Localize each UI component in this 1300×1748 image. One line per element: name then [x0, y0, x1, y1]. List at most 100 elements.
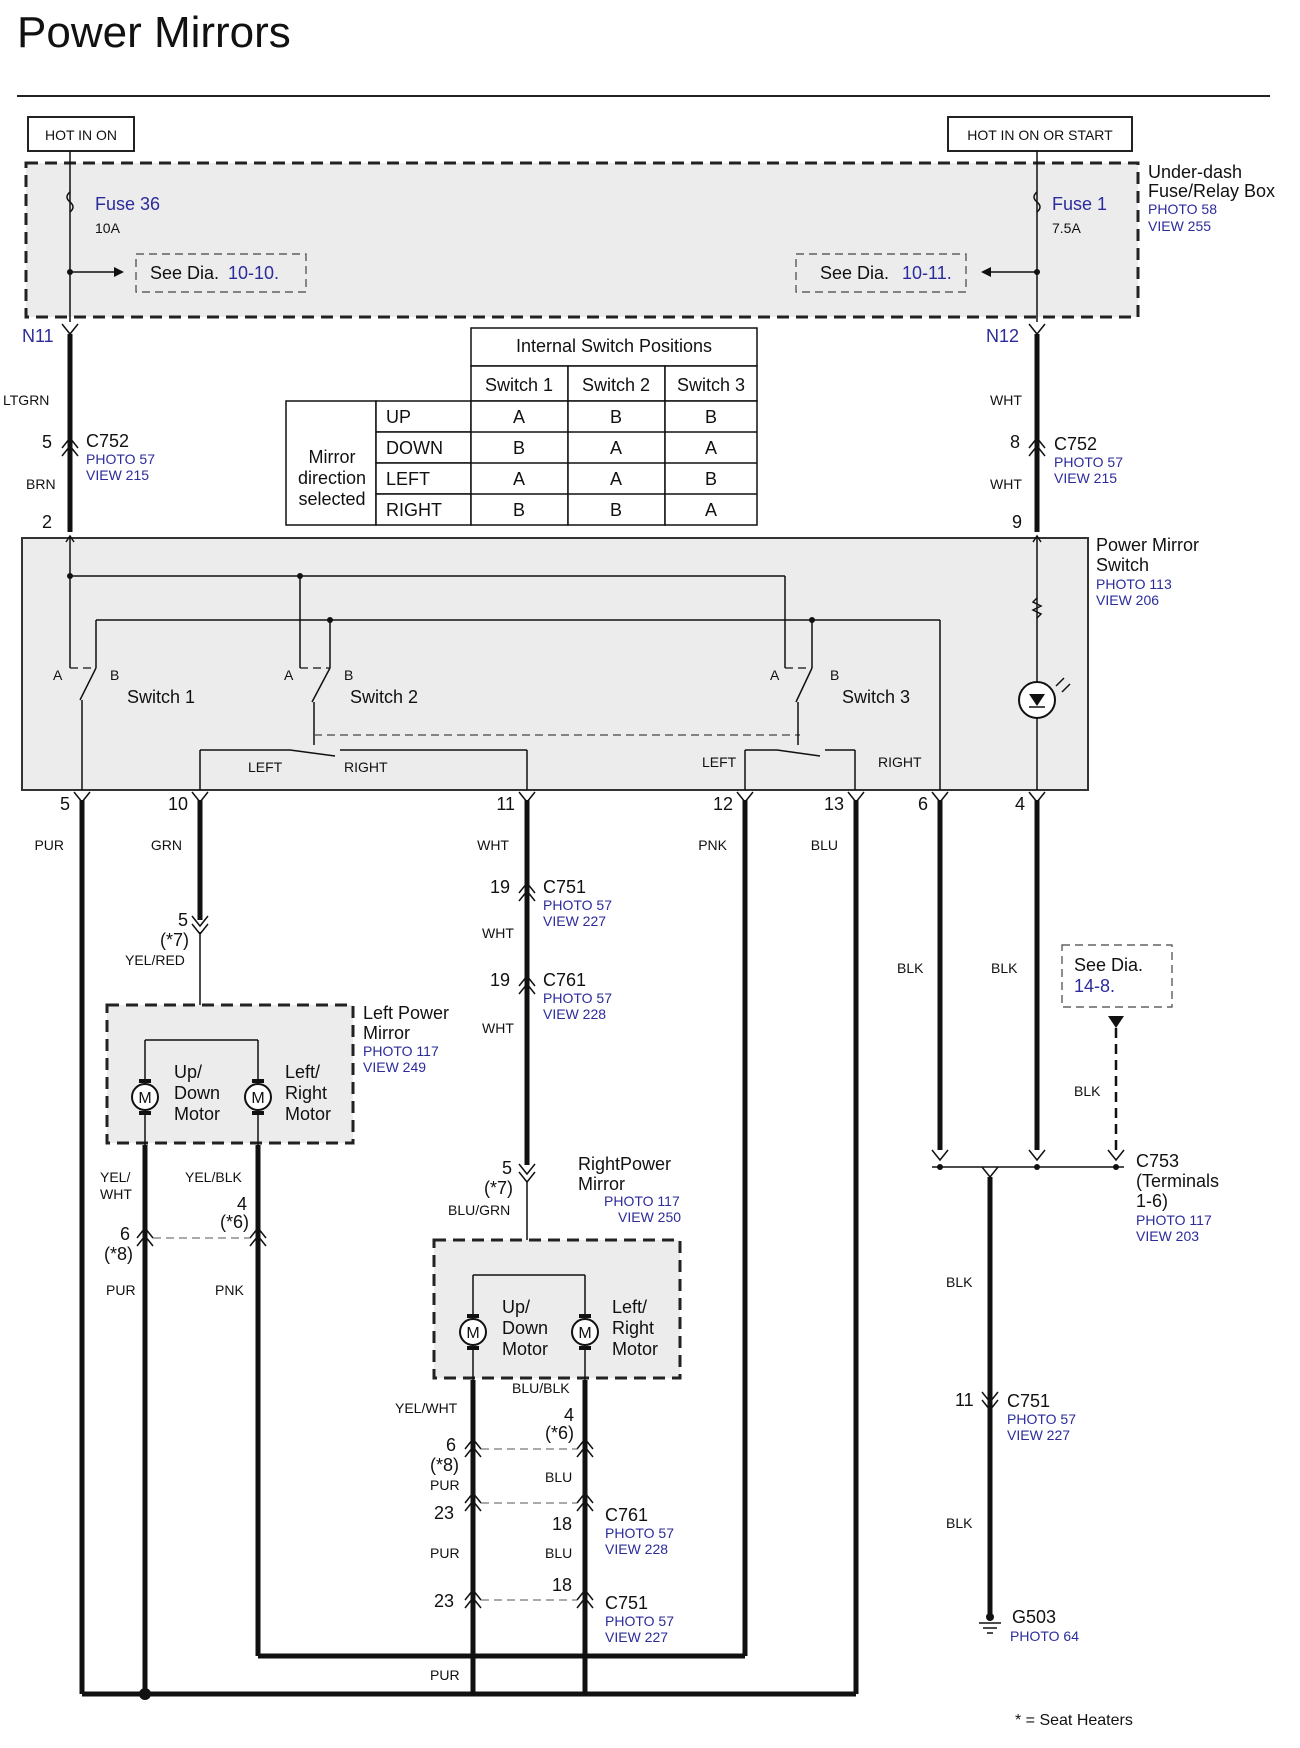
switch-pin-2: 2 [42, 512, 52, 532]
left-mirror-top-note: (*7) [160, 930, 189, 950]
c752-right-connector-icon [1028, 436, 1046, 457]
right-mirror-c761-name: C761 [605, 1505, 648, 1525]
right-updown-motor-icon [459, 1318, 487, 1346]
c752-right-view: VIEW 215 [1054, 470, 1117, 486]
mirror-switch-view: VIEW 206 [1096, 592, 1159, 608]
table-cell: A [610, 438, 622, 458]
right-mirror-c761-view: VIEW 228 [605, 1541, 668, 1557]
switch-1-b: B [110, 667, 119, 683]
table-cell: B [513, 438, 525, 458]
switch-output-wire-color: PNK [698, 837, 727, 853]
right-mirror-pin4-note: (*6) [545, 1423, 574, 1443]
left-mirror-c2: YEL/BLK [185, 1169, 242, 1185]
ltgrn-label: LTGRN [3, 392, 49, 408]
right-c751-view: VIEW 227 [543, 913, 606, 929]
left-mirror-view: VIEW 249 [363, 1059, 426, 1075]
left-mirror-top-pin: 5 [178, 910, 188, 930]
switch-output-wire-color: BLU [811, 837, 838, 853]
right-mirror-pin18a: 18 [552, 1514, 572, 1534]
left-leftright-motor-icon [244, 1083, 272, 1111]
right-mirror-pin6-note: (*8) [430, 1455, 459, 1475]
table-cell: B [610, 407, 622, 427]
c753-node-2 [1034, 1164, 1040, 1170]
left-mirror-top-connector-icon [191, 915, 209, 936]
see-dia-10-10-box [135, 253, 307, 293]
switch-2-b: B [344, 667, 353, 683]
ground-c751-connector-icon [981, 1391, 999, 1412]
right-mirror-photo: PHOTO 117 [604, 1193, 680, 1209]
switch-output-wire-color: WHT [477, 837, 509, 853]
table-col-switch-2: Switch 2 [582, 375, 650, 395]
right-wht-2: WHT [482, 1020, 514, 1036]
c753-node-1 [937, 1164, 943, 1170]
switch-output-wire-color: GRN [151, 837, 182, 853]
table-row-direction: DOWN [386, 438, 443, 458]
right-c761-photo: PHOTO 57 [543, 990, 612, 1006]
right-mirror-blu-1: BLU [545, 1469, 572, 1485]
n12-connector-icon [1028, 323, 1046, 336]
table-cell: A [705, 438, 717, 458]
left-mirror-pin6-connector-icon [136, 1226, 154, 1247]
switch-3-left: LEFT [702, 754, 737, 770]
brn-label: BRN [26, 476, 56, 492]
ground-blk-5: BLK [946, 1515, 973, 1531]
c752-right-pin: 8 [1010, 432, 1020, 452]
g503-label: G503 [1012, 1607, 1056, 1627]
right-c751-pur-connector-icon [464, 1588, 482, 1609]
c752-left-pin: 5 [42, 432, 52, 452]
fuse-box-photo: PHOTO 58 [1148, 201, 1217, 217]
switch-internal-wiring [65, 534, 1071, 790]
fuse-36-symbol [66, 191, 74, 213]
left-mirror-c4: PNK [215, 1282, 244, 1298]
right-mirror-pin4-connector-icon [576, 1437, 594, 1458]
left-updown-motor-m: M [138, 1090, 151, 1107]
fuse-36-label: Fuse 36 [95, 194, 160, 214]
c752-left-name: C752 [86, 431, 129, 451]
ground-arrow-down-icon [1108, 1016, 1124, 1028]
table-cell: B [705, 407, 717, 427]
title-rule [17, 95, 1270, 97]
switch-1-label: Switch 1 [127, 687, 195, 707]
switch-2-left: LEFT [248, 759, 283, 775]
c752-left-photo: PHOTO 57 [86, 451, 155, 467]
c753-view: VIEW 203 [1136, 1228, 1199, 1244]
c753-ground-connector-icon [981, 1166, 999, 1179]
footnote: * = Seat Heaters [1015, 1712, 1133, 1729]
right-mirror-c751-name: C751 [605, 1593, 648, 1613]
left-power-mirror-box [105, 1003, 355, 1145]
right-c751-connector-icon [518, 881, 536, 902]
switch-output-pin-number: 6 [918, 794, 928, 814]
left-mirror-pin6: 6 [120, 1224, 130, 1244]
wht-upper-label: WHT [990, 392, 1022, 408]
switch-3-b: B [830, 667, 839, 683]
mirror-switch-photo: PHOTO 113 [1096, 576, 1172, 592]
see-dia-14-8-box [1061, 944, 1173, 1008]
ground-blk-4: BLK [946, 1274, 973, 1290]
table-cell: B [610, 500, 622, 520]
switch-output-pin-number: 12 [713, 794, 733, 814]
ground-c751-photo: PHOTO 57 [1007, 1411, 1076, 1427]
table-title: Internal Switch Positions [516, 336, 712, 356]
right-leftright-motor-icon [571, 1318, 599, 1346]
right-mirror-pin4: 4 [564, 1405, 574, 1425]
right-c761-view: VIEW 228 [543, 1006, 606, 1022]
right-mirror-top-pin: 5 [502, 1158, 512, 1178]
table-cell: B [513, 500, 525, 520]
left-mirror-c1: YEL/WHT [100, 1169, 132, 1202]
fuse-1-symbol [1033, 191, 1041, 213]
right-mirror-c1: YEL/WHT [395, 1400, 458, 1416]
right-mirror-c751-view: VIEW 227 [605, 1629, 668, 1645]
right-mirror-pin18b: 18 [552, 1575, 572, 1595]
table-cell: A [513, 469, 525, 489]
switch-1-a: A [53, 667, 63, 683]
hot-in-on-or-start-box [947, 116, 1133, 152]
table-col-switch-1: Switch 1 [485, 375, 553, 395]
left-mirror-photo: PHOTO 117 [363, 1043, 439, 1059]
switch-output-pin-number: 5 [60, 794, 70, 814]
right-mirror-c2: BLU/BLK [512, 1380, 570, 1396]
